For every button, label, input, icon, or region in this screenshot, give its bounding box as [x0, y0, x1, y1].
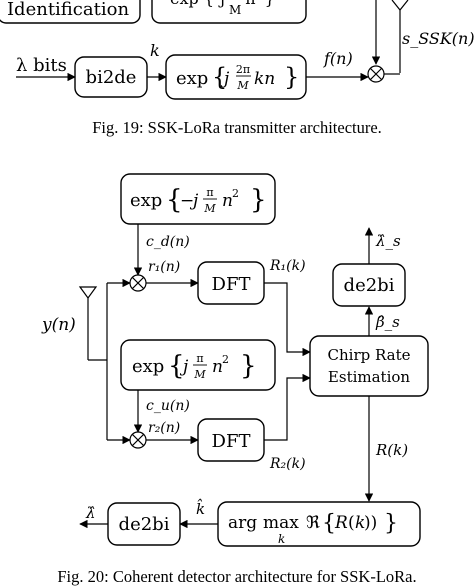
- identification-block: [0, 0, 141, 24]
- signal-y-n: y(n): [41, 315, 76, 335]
- exp-down-chirp-block: [120, 173, 276, 225]
- svg-text:exp: exp: [132, 356, 164, 377]
- svg-text:2π: 2π: [236, 63, 250, 76]
- svg-text:)): )): [364, 513, 377, 533]
- signal-R2: R₂(k): [269, 456, 306, 472]
- dft-2-label: DFT: [212, 431, 251, 452]
- svg-text:R: R: [334, 513, 348, 533]
- svg-text:arg: arg: [228, 513, 257, 533]
- wire-R1-to-chirp-rate: [264, 282, 311, 357]
- svg-text:}: }: [384, 511, 398, 536]
- signal-c-d: c_d(n): [146, 234, 190, 250]
- svg-text:k: k: [355, 513, 365, 533]
- figure-19: Identification exp {jMn2} λ bits bi2de k…: [0, 0, 474, 137]
- svg-text:π: π: [196, 352, 203, 365]
- caption-fig-20: Fig. 20: Coherent detector architecture …: [57, 567, 416, 586]
- exp-top-block: [151, 0, 307, 24]
- de2bi-top-label: de2bi: [344, 275, 395, 296]
- svg-text:{: {: [166, 185, 183, 215]
- input-lambda-bits: λ bits: [16, 55, 67, 76]
- signal-f-n: f(n): [323, 49, 353, 68]
- dft-1-label: DFT: [212, 274, 251, 295]
- identification-label: Identification: [7, 0, 130, 20]
- figure-20: exp { − j π M n 2 } c_d(n) y(n) r₁(n) DF…: [41, 173, 429, 586]
- tx-antenna-icon: [391, 0, 409, 11]
- chirp-rate-estimation-block: [309, 335, 429, 397]
- svg-text:ℜ: ℜ: [306, 513, 320, 533]
- svg-text:M: M: [203, 202, 216, 215]
- svg-text:j: j: [179, 357, 189, 377]
- signal-lambda-s-hat: λ̂_s: [375, 232, 401, 250]
- signal-c-u: c_u(n): [146, 398, 190, 414]
- svg-text:π: π: [206, 186, 213, 199]
- svg-text:max: max: [263, 513, 299, 533]
- caption-fig-19: Fig. 19: SSK-LoRa transmitter architectu…: [92, 118, 382, 137]
- svg-text:}: }: [284, 63, 299, 91]
- svg-text:j: j: [220, 69, 230, 89]
- signal-lambda-hat: λ̂: [85, 504, 96, 522]
- svg-text:{: {: [168, 351, 185, 381]
- svg-text:n: n: [222, 191, 233, 211]
- svg-text:2: 2: [232, 187, 239, 200]
- signal-beta-hat: β̂_s: [375, 313, 400, 331]
- svg-text:2: 2: [222, 353, 229, 366]
- svg-text:{: {: [322, 511, 336, 536]
- signal-R-k: R(k): [375, 441, 408, 459]
- wire-R2-to-chirp-rate: [264, 373, 311, 441]
- svg-text:j: j: [189, 191, 199, 211]
- chirp-rate-label-2: Estimation: [328, 368, 410, 386]
- signal-k-hat: k̂: [196, 499, 205, 518]
- exp-kn-label: exp: [176, 68, 208, 89]
- svg-text:exp: exp: [130, 190, 162, 211]
- signal-s-ssk: s_SSK(n): [402, 29, 474, 48]
- chirp-rate-label-1: Chirp Rate: [328, 346, 411, 364]
- signal-k: k: [150, 41, 160, 60]
- svg-text:−: −: [180, 191, 194, 211]
- svg-text:n: n: [212, 357, 223, 377]
- svg-text:M: M: [236, 79, 249, 92]
- signal-r1: r₁(n): [148, 259, 180, 275]
- svg-text:M: M: [193, 368, 206, 381]
- svg-text:kn: kn: [254, 69, 275, 89]
- rx-antenna-icon: [78, 286, 98, 300]
- svg-text:k: k: [278, 532, 285, 546]
- signal-R1: R₁(k): [269, 258, 306, 274]
- svg-text:}: }: [240, 351, 257, 381]
- svg-text:(: (: [348, 513, 355, 533]
- bi2de-label: bi2de: [86, 67, 137, 88]
- svg-text:{: {: [212, 63, 227, 91]
- de2bi-bottom-label: de2bi: [119, 514, 170, 535]
- svg-text:}: }: [250, 185, 267, 215]
- signal-r2: r₂(n): [148, 420, 180, 436]
